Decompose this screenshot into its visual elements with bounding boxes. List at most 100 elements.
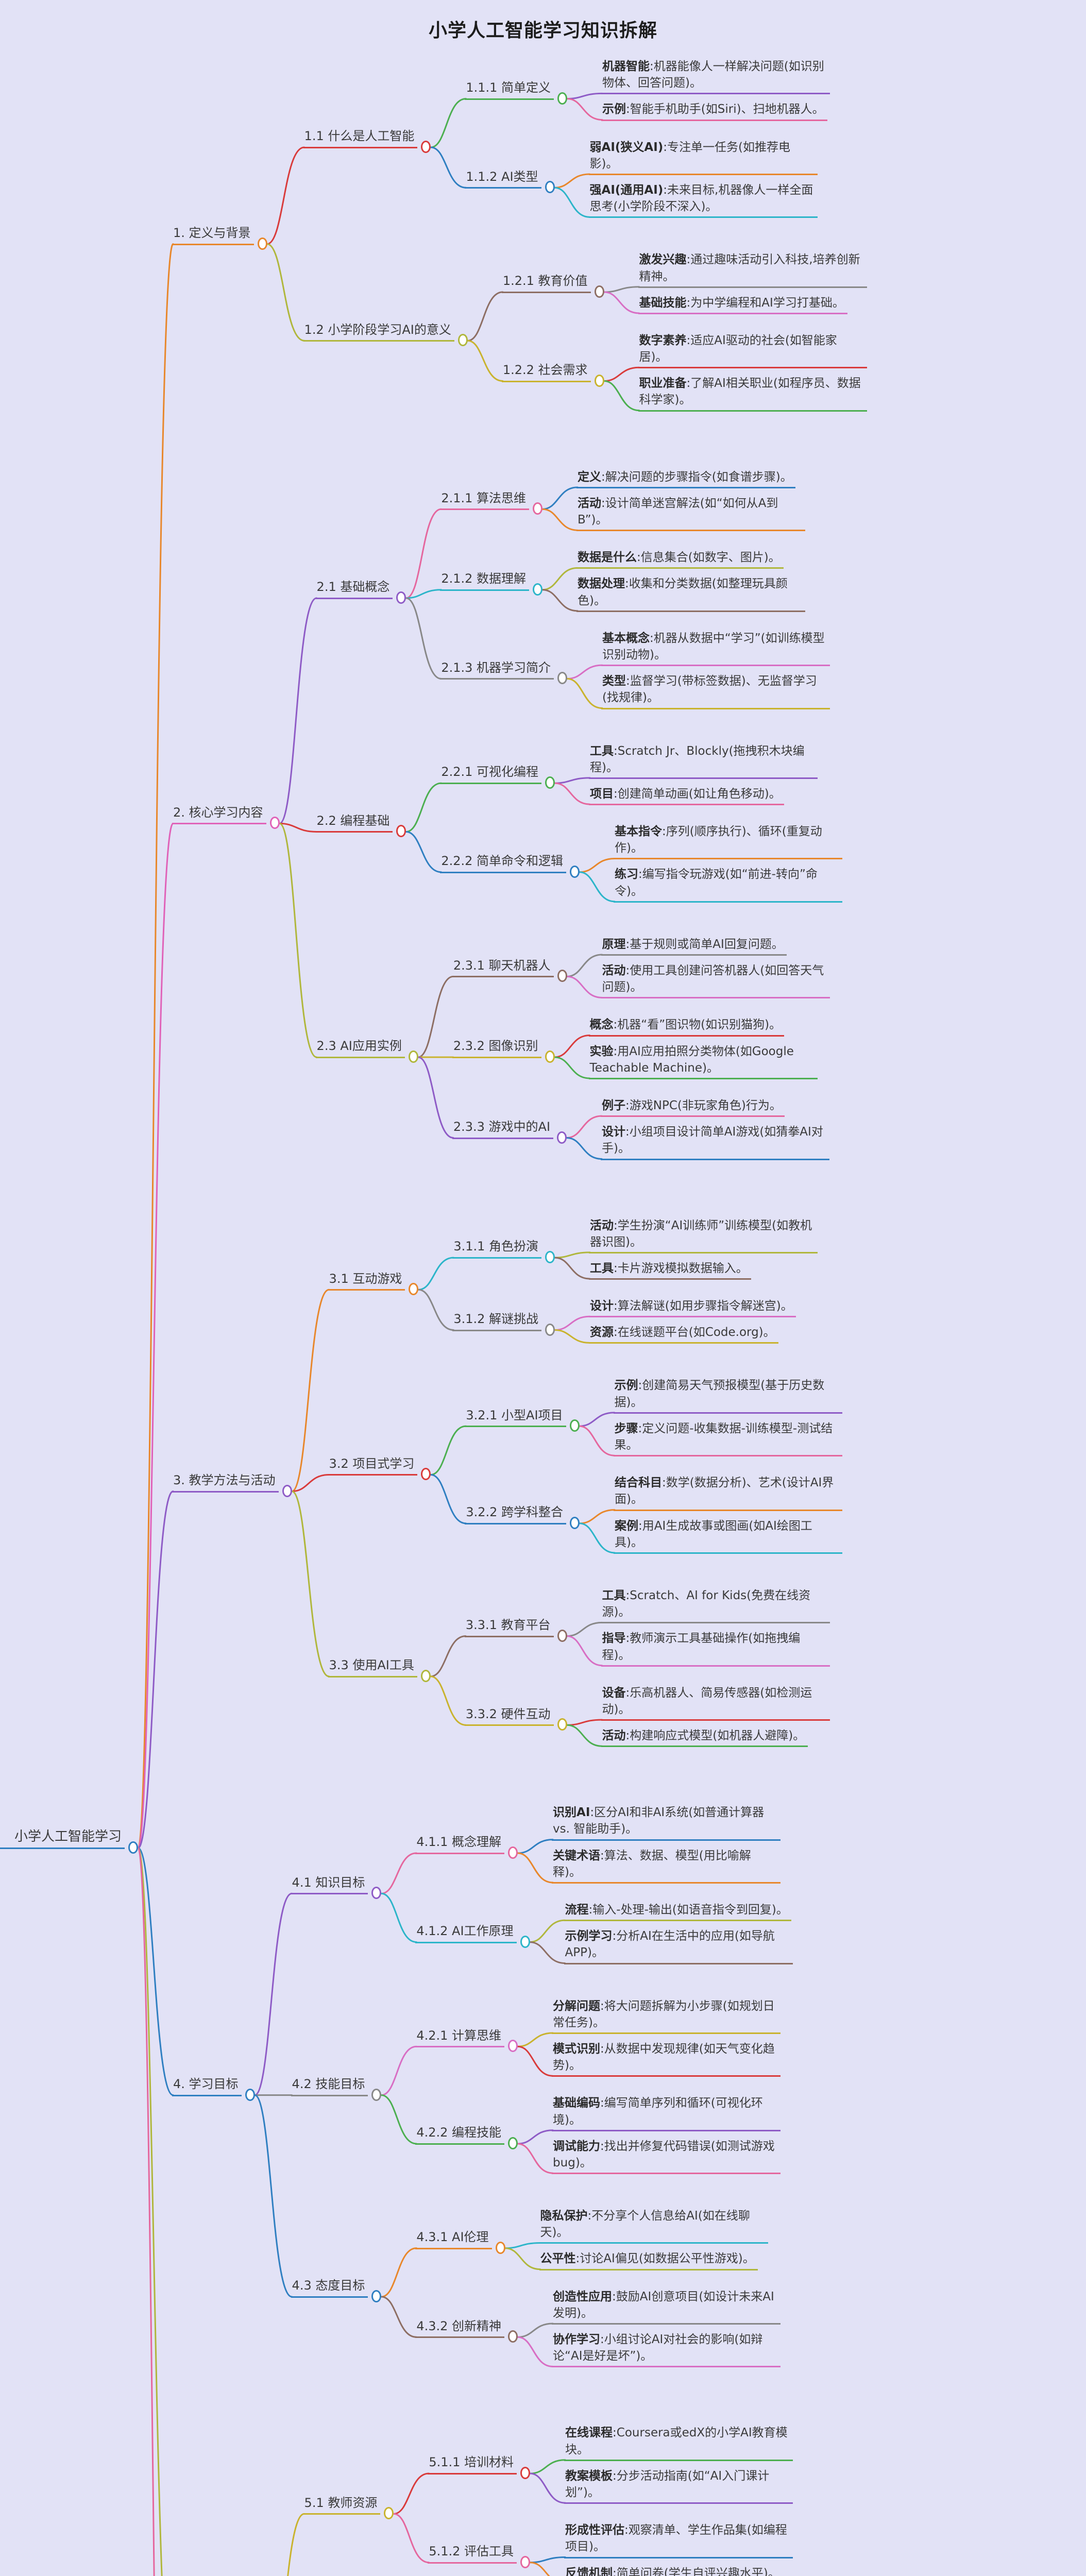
children-group: 4.2.1 计算思维分解问题:将大问题拆解为小步骤(如规划日常任务)。模式识别:… bbox=[368, 1997, 780, 2175]
node-label: 1.1 什么是人工智能 bbox=[303, 127, 418, 148]
leaf-label: 基础技能:为中学编程和AI学习打基础。 bbox=[638, 294, 847, 314]
leaf-label: 协作学习:小组讨论AI对社会的影响(如辩论“AI是好是坏”)。 bbox=[552, 2331, 780, 2367]
node-label: 4.3.1 AI伦理 bbox=[415, 2228, 491, 2249]
children-group: 3.1.1 角色扮演活动:学生扮演“AI训练师”训练模型(如教机器识图)。工具:… bbox=[405, 1217, 818, 1344]
collapse-toggle[interactable] bbox=[570, 1419, 580, 1432]
children-group: 4.3.1 AI伦理隐私保护:不分享个人信息给AI(如在线聊天)。公平性:讨论A… bbox=[368, 2207, 780, 2367]
collapse-toggle[interactable] bbox=[282, 1485, 292, 1497]
node-label: 3.1.2 解谜挑战 bbox=[452, 1310, 541, 1331]
leaf-label: 类型:监督学习(带标签数据)、无监督学习(找规律)。 bbox=[601, 672, 830, 709]
collapse-toggle[interactable] bbox=[545, 1324, 555, 1336]
leaf-label: 练习:编写指令玩游戏(如“前进-转向”命令)。 bbox=[614, 866, 842, 902]
node-label: 3.3 使用AI工具 bbox=[328, 1656, 417, 1677]
collapse-toggle[interactable] bbox=[520, 2556, 530, 2568]
leaf-label: 实验:用AI应用拍照分类物体(如Google Teachable Machine… bbox=[589, 1043, 818, 1079]
collapse-toggle[interactable] bbox=[557, 1630, 567, 1642]
leaf-label: 资源:在线谜题平台(如Code.org)。 bbox=[589, 1324, 778, 1344]
collapse-toggle[interactable] bbox=[557, 1718, 567, 1731]
node-label: 5.1 教师资源 bbox=[303, 2494, 381, 2515]
collapse-toggle[interactable] bbox=[545, 181, 555, 193]
children-group: 基础编码:编写简单序列和循环(可视化环境)。调试能力:找出并修复代码错误(如测试… bbox=[504, 2094, 780, 2174]
node-label: 3.2 项目式学习 bbox=[328, 1455, 418, 1476]
node-label: 3.3.2 硬件互动 bbox=[465, 1705, 554, 1726]
children-group: 活动:学生扮演“AI训练师”训练模型(如教机器识图)。工具:卡片游戏模拟数据输入… bbox=[541, 1217, 818, 1280]
collapse-toggle[interactable] bbox=[508, 1846, 518, 1859]
collapse-toggle[interactable] bbox=[533, 583, 542, 596]
collapse-toggle[interactable] bbox=[421, 1670, 431, 1682]
node-label: 1.1.1 简单定义 bbox=[465, 79, 554, 100]
leaf-label: 识别AI:区分AI和非AI系统(如普通计算器 vs. 智能助手)。 bbox=[552, 1804, 780, 1840]
collapse-toggle[interactable] bbox=[595, 375, 604, 387]
collapse-toggle[interactable] bbox=[258, 238, 267, 250]
leaf-label: 在线课程:Coursera或edX的小学AI教育模块。 bbox=[564, 2424, 793, 2461]
leaf-label: 隐私保护:不分享个人信息给AI(如在线聊天)。 bbox=[539, 2207, 768, 2244]
collapse-toggle[interactable] bbox=[508, 2137, 518, 2149]
leaf-label: 活动:使用工具创建问答机器人(如回答天气问题)。 bbox=[601, 962, 830, 998]
node-label: 2.3.2 图像识别 bbox=[452, 1037, 541, 1058]
collapse-toggle[interactable] bbox=[557, 1131, 567, 1144]
children-group: 例子:游戏NPC(非玩家角色)行为。设计:小组项目设计简单AI游戏(如猜拳AI对… bbox=[553, 1097, 829, 1160]
leaf-label: 原理:基于规则或简单AI回复问题。 bbox=[601, 936, 787, 956]
children-group: 设备:乐高机器人、简易传感器(如检测运动)。活动:构建响应式模型(如机器人避障)… bbox=[554, 1684, 830, 1748]
leaf-label: 概念:机器“看”图识物(如识别猫狗)。 bbox=[589, 1016, 785, 1036]
leaf-label: 定义:解决问题的步骤指令(如食谱步骤)。 bbox=[576, 468, 795, 488]
leaf-label: 结合科目:数学(数据分析)、艺术(设计AI界面)。 bbox=[614, 1474, 842, 1511]
leaf-label: 职业准备:了解AI相关职业(如程序员、数据科学家)。 bbox=[638, 375, 867, 411]
children-group: 示例:创建简易天气预报模型(基于历史数据)。步骤:定义问题-收集数据-训练模型-… bbox=[566, 1377, 842, 1456]
children-group: 原理:基于规则或简单AI回复问题。活动:使用工具创建问答机器人(如回答天气问题)… bbox=[554, 936, 830, 999]
collapse-toggle[interactable] bbox=[245, 2089, 255, 2101]
collapse-toggle[interactable] bbox=[545, 1251, 555, 1263]
collapse-toggle[interactable] bbox=[545, 1050, 555, 1063]
leaf-label: 创造性应用:鼓励AI创意项目(如设计未来AI发明)。 bbox=[552, 2288, 780, 2325]
node-label: 1.1.2 AI类型 bbox=[465, 168, 541, 189]
collapse-toggle[interactable] bbox=[520, 2467, 530, 2479]
collapse-toggle[interactable] bbox=[570, 866, 580, 878]
node-label: 2.2 编程基础 bbox=[316, 812, 393, 833]
children-group: 结合科目:数学(数据分析)、艺术(设计AI界面)。案例:用AI生成故事或图画(如… bbox=[566, 1474, 842, 1554]
leaf-label: 教案模板:分步活动指南(如“AI入门课计划”)。 bbox=[564, 2467, 793, 2504]
collapse-toggle[interactable] bbox=[570, 1517, 580, 1529]
node-label: 2. 核心学习内容 bbox=[172, 804, 266, 825]
leaf-label: 指导:教师演示工具基础操作(如拖拽编程)。 bbox=[601, 1630, 830, 1666]
collapse-toggle[interactable] bbox=[458, 334, 468, 346]
collapse-toggle[interactable] bbox=[520, 1936, 530, 1948]
collapse-toggle[interactable] bbox=[128, 1841, 138, 1854]
leaf-label: 工具:Scratch Jr、Blockly(拖拽积木块编程)。 bbox=[589, 742, 818, 779]
children-group: 5.1.1 培训材料在线课程:Coursera或edX的小学AI教育模块。教案模… bbox=[380, 2424, 793, 2576]
leaf-label: 分解问题:将大问题拆解为小步骤(如规划日常任务)。 bbox=[552, 1997, 780, 2034]
children-group: 隐私保护:不分享个人信息给AI(如在线聊天)。公平性:讨论AI偏见(如数据公平性… bbox=[492, 2207, 768, 2270]
collapse-toggle[interactable] bbox=[557, 92, 567, 105]
leaf-label: 形成性评估:观察清单、学生作品集(如编程项目)。 bbox=[564, 2521, 793, 2558]
leaf-label: 基本概念:机器从数据中“学习”(如训练模型识别动物)。 bbox=[601, 630, 830, 666]
children-group: 激发兴趣:通过趣味活动引入科技,培养创新精神。基础技能:为中学编程和AI学习打基… bbox=[591, 251, 867, 314]
collapse-toggle[interactable] bbox=[557, 970, 567, 982]
node-label: 3.3.1 教育平台 bbox=[465, 1616, 554, 1637]
children-group: 定义:解决问题的步骤指令(如食谱步骤)。活动:设计简单迷宫解法(如“如何从A到B… bbox=[529, 468, 805, 532]
node-label: 4.1 知识目标 bbox=[291, 1874, 368, 1895]
children-group: 机器智能:机器能像人一样解决问题(如识别物体、回答问题)。示例:智能手机助手(如… bbox=[554, 58, 830, 121]
leaf-label: 活动:设计简单迷宫解法(如“如何从A到B”)。 bbox=[576, 495, 805, 531]
children-group: 3.2.1 小型AI项目示例:创建简易天气预报模型(基于历史数据)。步骤:定义问… bbox=[417, 1377, 842, 1554]
collapse-toggle[interactable] bbox=[371, 2089, 381, 2101]
collapse-toggle[interactable] bbox=[595, 285, 604, 298]
collapse-toggle[interactable] bbox=[496, 2242, 505, 2254]
leaf-label: 数字素养:适应AI驱动的社会(如智能家居)。 bbox=[638, 332, 867, 368]
node-label: 4.2.1 计算思维 bbox=[415, 2027, 504, 2048]
children-group: 基本指令:序列(顺序执行)、循环(重复动作)。练习:编写指令玩游戏(如“前进-转… bbox=[566, 823, 842, 903]
leaf-label: 示例学习:分析AI在生活中的应用(如导航APP)。 bbox=[564, 1927, 793, 1964]
node-label: 2.3.3 游戏中的AI bbox=[452, 1118, 553, 1139]
leaf-label: 反馈机制:简单问卷(学生自评兴趣水平)。 bbox=[564, 2565, 783, 2576]
collapse-toggle[interactable] bbox=[270, 817, 280, 829]
node-label: 小学人工智能学习 bbox=[13, 1827, 125, 1849]
node-label: 2.1.1 算法思维 bbox=[440, 489, 529, 511]
children-group: 数字素养:适应AI驱动的社会(如智能家居)。职业准备:了解AI相关职业(如程序员… bbox=[591, 332, 867, 412]
leaf-label: 步骤:定义问题-收集数据-训练模型-测试结果。 bbox=[614, 1420, 842, 1456]
collapse-toggle[interactable] bbox=[545, 776, 555, 789]
children-group: 1.1.1 简单定义机器智能:机器能像人一样解决问题(如识别物体、回答问题)。示… bbox=[417, 58, 830, 218]
collapse-toggle[interactable] bbox=[409, 1050, 418, 1063]
